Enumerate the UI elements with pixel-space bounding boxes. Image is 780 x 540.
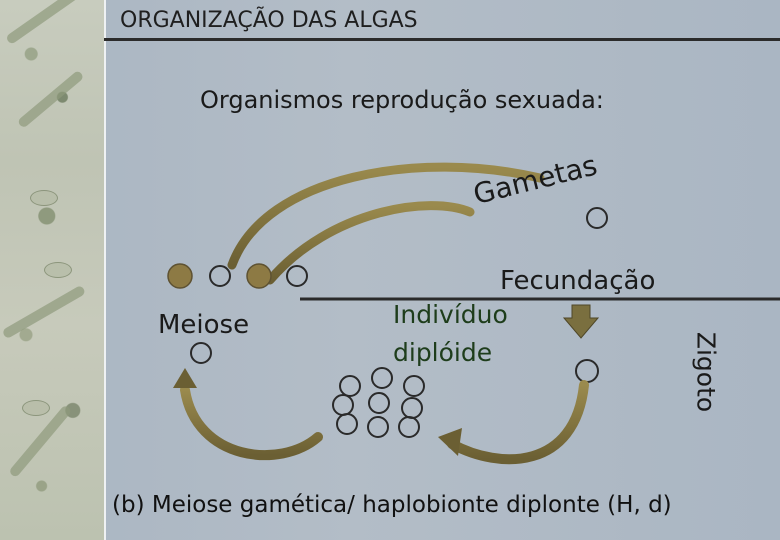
meiose-label: Meiose: [158, 310, 250, 340]
zigoto-label: Zigoto: [691, 331, 721, 413]
strip-divider: [104, 0, 106, 540]
gamete-path-arc: [227, 162, 545, 270]
algae-cell-image: [44, 262, 72, 278]
gamete-path-arc: [265, 201, 475, 285]
gamete-icon: [246, 263, 272, 289]
gamete-icon: [586, 207, 608, 229]
gamete-icon: [286, 265, 308, 287]
algae-cell-image: [30, 190, 58, 206]
diploid-individual-cluster: [332, 367, 425, 438]
algae-cell-image: [22, 400, 50, 416]
fecundation-arrow-icon: [562, 304, 600, 339]
gamete-icon: [167, 263, 193, 289]
slide-subtitle: Organismos reprodução sexuada:: [200, 86, 604, 114]
title-rule: [104, 38, 780, 41]
meiosis-cell-icon: [190, 342, 212, 364]
individuo-label: Indivíduo: [393, 300, 508, 329]
cycle-arrow-icon: [173, 368, 197, 388]
slide-caption: (b) Meiose gamética/ haplobionte diplont…: [112, 492, 672, 518]
meiosis-arc: [180, 385, 323, 461]
fecundacao-label: Fecundação: [500, 266, 656, 296]
cycle-arrow-icon: [438, 428, 462, 456]
diploide-label: diplóide: [393, 338, 493, 367]
microscope-image-strip: [0, 0, 104, 540]
slide-title: ORGANIZAÇÃO DAS ALGAS: [120, 8, 418, 33]
gamete-icon: [209, 265, 231, 287]
zygote-development-arc: [447, 380, 589, 465]
zygote-icon: [575, 359, 599, 383]
